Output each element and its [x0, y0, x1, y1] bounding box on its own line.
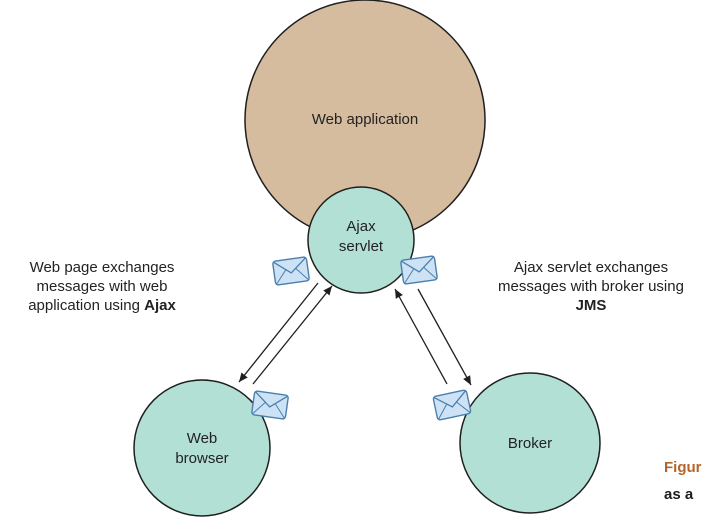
right-annotation-line2: messages with broker using [498, 278, 684, 295]
broker-node [459, 372, 601, 514]
ajax-servlet-label-line1: Ajax [346, 218, 376, 235]
envelope-icon [250, 390, 290, 420]
right-annotation-line1: Ajax servlet exchanges [513, 259, 669, 276]
figure-caption-line1: Figur [664, 459, 702, 476]
arrow-servlet-to-browser [238, 282, 319, 383]
ajax-servlet-node [307, 186, 415, 294]
left-annotation-line3-prefix: application using [28, 297, 140, 314]
envelope-icon [399, 255, 439, 285]
web-browser-label-line2: browser [175, 450, 228, 467]
arrow-servlet-to-broker [417, 288, 472, 386]
left-annotation: Web page exchanges messages with web app… [4, 258, 200, 315]
web-application-label: Web application [312, 111, 418, 128]
arrow-browser-to-servlet [252, 285, 333, 385]
figure-caption-line3: . . [664, 507, 677, 517]
web-browser-label-line1: Web [187, 430, 218, 447]
left-annotation-line3: application using Ajax [4, 296, 200, 315]
left-annotation-bold-term: Ajax [144, 297, 176, 314]
left-annotation-line1: Web page exchanges [29, 259, 175, 276]
envelope-icon [271, 256, 311, 286]
broker-label: Broker [508, 435, 552, 452]
right-annotation-line3: JMS [478, 296, 704, 315]
web-browser-node [133, 379, 271, 517]
figure-caption-line2: as a [664, 486, 694, 503]
right-annotation-bold-term: JMS [575, 297, 607, 314]
left-annotation-line2: messages with web [36, 278, 168, 295]
arrow-broker-to-servlet [394, 288, 448, 385]
right-annotation: Ajax servlet exchanges messages with bro… [478, 258, 704, 315]
ajax-servlet-label-line2: servlet [339, 238, 384, 255]
